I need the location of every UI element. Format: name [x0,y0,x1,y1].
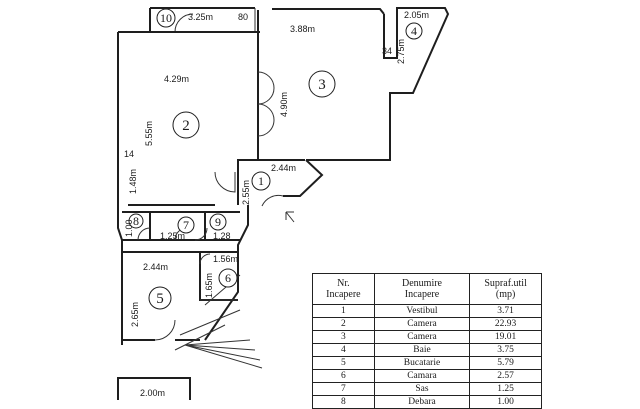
cell-room-name: Camera [373,317,471,331]
header-line: Denumire [402,278,442,289]
dim-room7: 1.25m [160,231,185,241]
room-1-number: 1 [258,174,264,188]
vestibule-wall-right [283,159,324,197]
dim-room2-1-48: 1.48m [128,169,138,194]
room2-bottom-wall [128,159,258,206]
header-room-name: Denumire Incapere [373,273,471,305]
bottom-room-outline [117,377,191,400]
cell-area: 3.75 [469,343,542,357]
room-8-marker [128,213,144,229]
cell-room-name: Camera [373,330,471,344]
cell-area: 5.79 [469,356,542,370]
dim-room5-width: 2.44m [143,262,168,272]
cell-area: 22.93 [469,317,542,331]
room-6-marker [218,268,238,288]
header-line: Incapere [326,289,361,300]
cell-room-number: 8 [312,395,375,409]
room-3-marker [308,70,336,98]
room-5-number: 5 [156,291,164,307]
dim-room9: 1.28 [213,231,231,241]
table-header-row: Nr. Incapere Denumire Incapere Supraf.ut… [312,273,542,305]
room-8-number: 8 [133,214,139,228]
cell-room-number: 1 [312,304,375,318]
room-4-number: 4 [411,24,417,38]
outer-wall-top [118,7,450,161]
cell-room-name: Debara [373,395,471,409]
vestibule-wall-lower [204,205,249,341]
room-1-marker [251,171,271,191]
room-3-number: 3 [318,77,326,93]
room-2-number: 2 [182,118,190,134]
cell-room-number: 2 [312,317,375,331]
stair-hatching [174,309,263,369]
room-7-marker [177,216,195,234]
room3-double-door [257,71,275,137]
dim-room5-depth: 2.65m [130,302,140,327]
room-5-marker [148,286,172,310]
cell-area: 2.57 [469,369,542,383]
cell-room-name: Vestibul [373,304,471,318]
dim-room6-width: 1.56m [213,254,238,264]
room-6-number: 6 [225,271,231,285]
cell-room-name: Bucatarie [373,356,471,370]
header-line: Nr. [337,278,350,289]
dim-room4-34: 34 [382,46,392,56]
room-10-number: 10 [160,11,172,25]
cell-area: 1.25 [469,382,542,396]
header-line: (mp) [495,289,516,300]
cell-area: 3.71 [469,304,542,318]
cell-area: 1.00 [469,395,542,409]
dim-balcony-80: 80 [238,12,248,22]
header-line: Supraf.util [484,278,527,289]
entry-door-arc [261,194,284,207]
header-area: Supraf.util (mp) [469,273,542,305]
dim-room8: 1.00 [124,219,134,237]
dim-room2-width: 4.29m [164,74,189,84]
cell-room-number: 5 [312,356,375,370]
dim-room3-depth: 4.90m [279,92,289,117]
room-2-marker [172,111,200,139]
room-area-table: Nr. Incapere Denumire Incapere Supraf.ut… [312,273,542,409]
small-rooms-wall [122,211,240,301]
lower-door-arcs [154,253,211,341]
room1-door-arc [214,171,236,193]
dim-room4-width: 2.05m [404,10,429,20]
dim-room3-width: 3.88m [290,24,315,34]
room-10-marker [156,8,176,28]
dim-vestibule-depth: 2.55m [241,180,251,205]
dim-room2-depth: 5.55m [144,121,154,146]
dim-balcony-length: 3.25m [188,12,213,22]
dim-room4-depth: 2.75m [396,39,406,64]
cell-area: 19.01 [469,330,542,344]
header-room-number: Nr. Incapere [312,273,375,305]
balcony-door-arc [174,13,194,33]
cell-room-number: 3 [312,330,375,344]
room-7-number: 7 [183,218,189,232]
cell-room-name: Sas [373,382,471,396]
header-line: Incapere [404,289,440,300]
room-9-marker [209,213,227,231]
dim-room6-depth: 1.65m [204,273,214,298]
floor-plan: 10 4 3 2 1 8 7 9 6 5 3.25m 80 3.88m 2.05… [117,7,450,400]
cell-room-number: 6 [312,369,375,383]
cell-room-name: Camara [373,369,471,383]
cell-room-number: 7 [312,382,375,396]
entry-arrow [285,211,295,223]
dim-room2-14: 14 [124,149,134,159]
cell-room-name: Baie [373,343,471,357]
room-9-number: 9 [215,215,221,229]
room-4-marker [405,22,423,40]
dim-vestibule-width: 2.44m [271,163,296,173]
cell-room-number: 4 [312,343,375,357]
dim-bottom-width: 2.00m [140,388,165,398]
